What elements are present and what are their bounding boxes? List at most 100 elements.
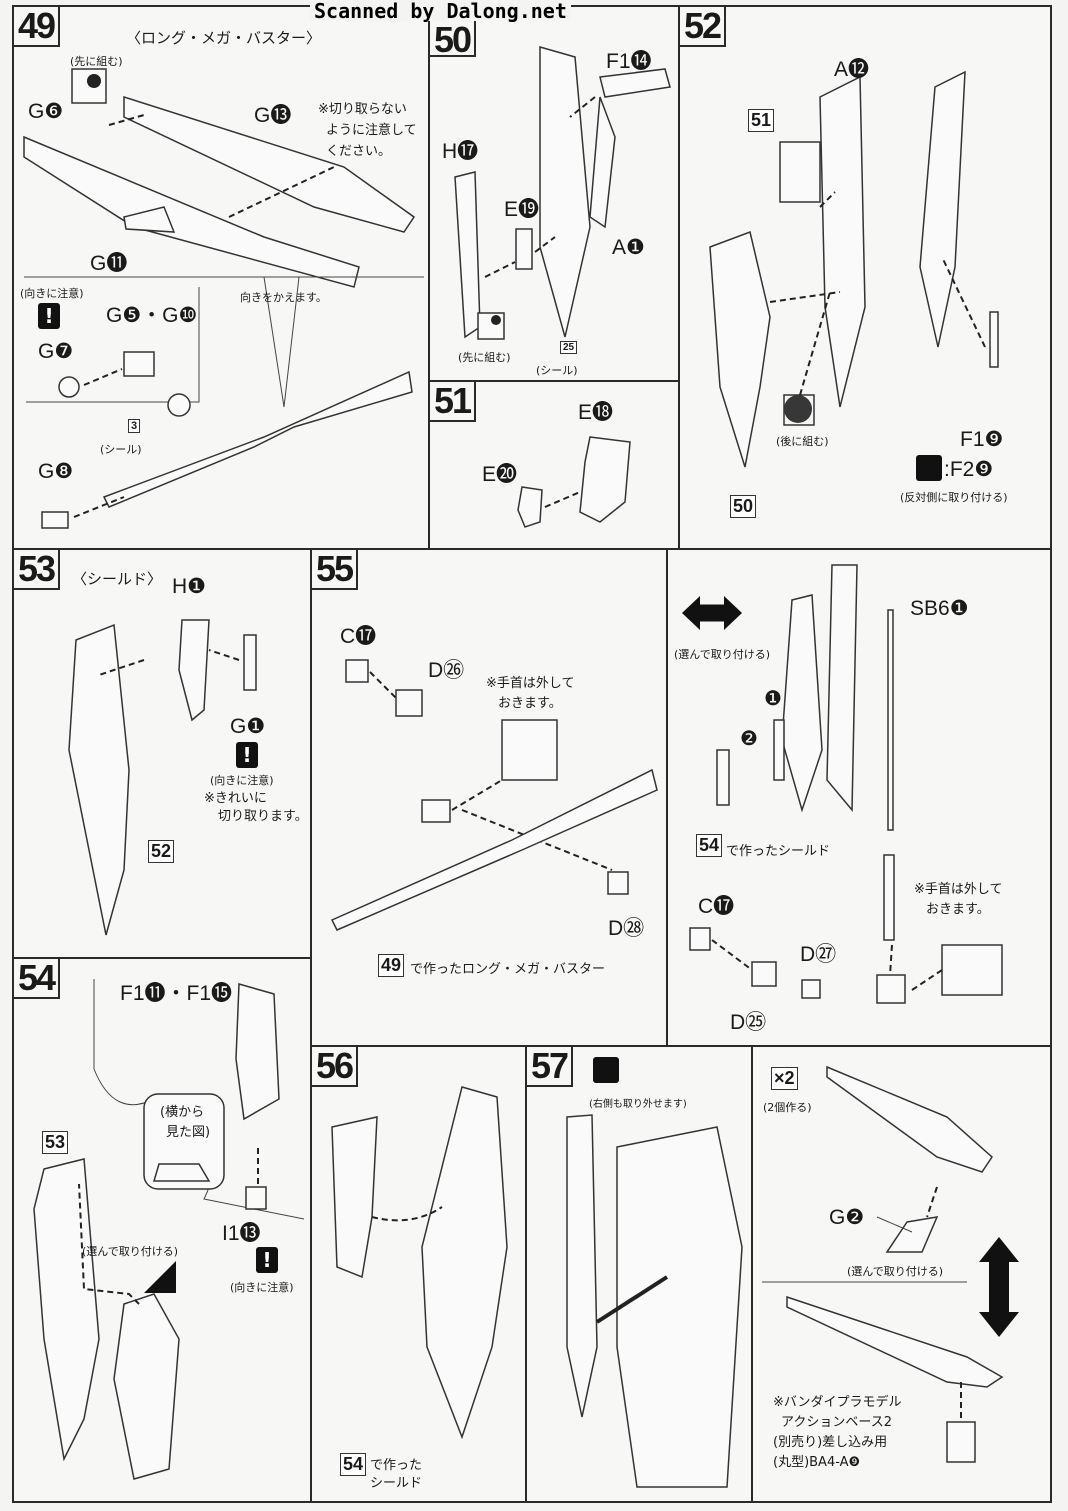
- step-54-panel: 54 F1⓫・F1⓯ (横から 見た図) I1⓭ ! (向きに注意) 53 (選…: [12, 957, 312, 1503]
- opposite-side-label: (反対側に取り付ける): [900, 491, 1008, 504]
- assembly-illustration: [709, 70, 999, 468]
- choose-label: (選んで取り付ける): [674, 648, 771, 661]
- part-label: :F2❾: [944, 458, 994, 481]
- note-line: ※きれいに: [204, 791, 267, 806]
- caution-label: (向きに注意): [210, 774, 274, 787]
- part-label: E⓲: [578, 401, 614, 424]
- assembly-illustration: [330, 564, 1003, 1004]
- step-arrow-1: ❶: [764, 686, 782, 710]
- part-label: C⓱: [698, 895, 735, 918]
- ref-text: で作ったシールド: [726, 844, 831, 859]
- warning-icon: !: [256, 1247, 278, 1273]
- step-number: 54: [12, 957, 61, 999]
- choose-label: (選んで取り付ける): [847, 1265, 944, 1278]
- watermark: Scanned by Dalong.net: [310, 1, 571, 21]
- part-label: D㉕: [730, 1011, 767, 1034]
- make-two-label: (2個作る): [763, 1101, 812, 1114]
- part-label: G❼: [38, 340, 74, 363]
- part-label: G❺・G❿: [106, 304, 198, 327]
- part-label: E⓳: [504, 198, 540, 221]
- assembly-illustration: [33, 979, 305, 1480]
- warning-icon: !: [236, 742, 258, 768]
- step-number: 52: [678, 5, 727, 47]
- step-number: 56: [310, 1045, 359, 1087]
- part-label: A❶: [612, 236, 645, 259]
- step-53-panel: 53 〈シールド〉 H❶ G❶ ! (向きに注意) ※きれいに 切り取ります。 …: [12, 548, 312, 959]
- sticker-number: 25: [560, 341, 578, 354]
- step-number: 53: [12, 548, 61, 590]
- part-label: G❻: [28, 100, 64, 123]
- part-label: G❷: [829, 1206, 865, 1229]
- times-two-badge: ×2: [771, 1067, 798, 1090]
- step-number: 55: [310, 548, 359, 590]
- step-51-panel: 51 E⓲ E⓴: [428, 380, 680, 550]
- assembly-illustration: [566, 1065, 1004, 1488]
- sticker-label: (シール): [100, 443, 142, 456]
- part-label: F1⓫・F1⓯: [120, 982, 233, 1005]
- ref-step-54: 54: [340, 1453, 367, 1476]
- step-number: 51: [428, 380, 477, 422]
- ref-step-54: 54: [696, 834, 723, 857]
- ref-text-line: シールド: [370, 1476, 423, 1491]
- part-label: G⓫: [90, 252, 128, 275]
- part-label: A⓬: [834, 58, 870, 81]
- note-line: ように注意して: [326, 123, 417, 138]
- ref-step-53: 53: [42, 1131, 69, 1154]
- choose-label: (選んで取り付ける): [82, 1245, 179, 1258]
- note-line: ※バンダイプラモデル: [773, 1395, 902, 1410]
- divider: [666, 550, 668, 1047]
- part-label: G❶: [230, 715, 266, 738]
- part-label: D㉗: [800, 943, 837, 966]
- note-line: ※手首は外して: [486, 676, 575, 691]
- ref-text: で作ったロング・メガ・バスター: [410, 962, 606, 977]
- caution-label: (向きに注意): [230, 1281, 294, 1294]
- post-assemble-label: (後に組む): [776, 435, 829, 448]
- pre-assemble-label: (先に組む): [70, 55, 123, 68]
- both-sides-label: (右側も取り外せます): [589, 1099, 687, 1110]
- assembly-illustration: [23, 68, 424, 529]
- warning-icon: !: [38, 303, 60, 329]
- note-line: おきます。: [498, 696, 562, 711]
- note-line: ※切り取らない: [318, 102, 407, 117]
- part-label: I1⓭: [222, 1222, 261, 1245]
- part-label: F1⓮: [606, 50, 652, 73]
- side-view-line: 見た図): [166, 1125, 211, 1140]
- ref-step-49: 49: [378, 954, 405, 977]
- note-line: 切り取ります。: [218, 809, 308, 824]
- part-label: G⓭: [254, 104, 292, 127]
- part-label: H⓱: [442, 140, 479, 163]
- ref-text-line: で作った: [370, 1458, 423, 1473]
- divider: [751, 1047, 753, 1503]
- assembly-illustration: [68, 619, 257, 936]
- rotate-label: 向きをかえます。: [240, 291, 327, 304]
- sticker-label: (シール): [536, 364, 578, 377]
- part-label: C⓱: [340, 625, 377, 648]
- assembly-illustration: [517, 436, 631, 528]
- step-55-panel: 55 C⓱ D㉖ ※手首は外して おきます。 D㉘ 49 で作ったロング・メガ・…: [310, 548, 1052, 1047]
- note-line: アクションベース2: [781, 1415, 892, 1430]
- sticker-number: 3: [128, 419, 141, 433]
- assembly-illustration: [331, 1086, 508, 1440]
- step-56-panel: 56 54 で作った シールド: [310, 1045, 527, 1503]
- step-52-panel: 52 A⓬ 51 50 (後に組む) F1❾ :F2❾ (反対側に取り付ける): [678, 5, 1052, 550]
- ref-step-52: 52: [148, 840, 175, 863]
- both-sides-icon: [593, 1057, 619, 1083]
- part-label: D㉘: [608, 917, 645, 940]
- pre-assemble-label: (先に組む): [458, 351, 511, 364]
- step-arrow-2: ❷: [740, 726, 758, 750]
- side-view-line: (横から: [160, 1105, 205, 1120]
- part-label: E⓴: [482, 463, 518, 486]
- part-label: G❽: [38, 460, 74, 483]
- opposite-side-icon: [916, 455, 942, 481]
- ref-step-50: 50: [730, 495, 757, 518]
- step-title: 〈ロング・メガ・バスター〉: [126, 29, 322, 47]
- step-title: 〈シールド〉: [72, 570, 163, 588]
- note-line: (丸型)BA4-A❾: [773, 1455, 861, 1470]
- step-49-panel: 49 〈ロング・メガ・バスター〉 (先に組む) G❻ G⓭ G⓫ G❺・G❿ G…: [12, 5, 430, 550]
- note-line: (別売り)差し込み用: [773, 1435, 888, 1450]
- part-label: SB6❶: [910, 597, 969, 620]
- assembly-illustration: [454, 46, 671, 340]
- note-line: おきます。: [926, 902, 990, 917]
- step-number: 49: [12, 5, 61, 47]
- caution-label: (向きに注意): [20, 287, 84, 300]
